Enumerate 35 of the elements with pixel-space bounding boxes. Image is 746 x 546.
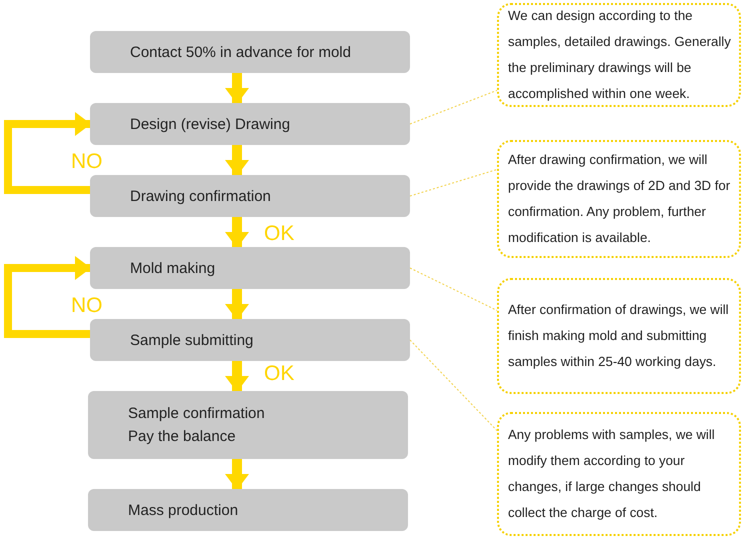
process-box <box>90 103 410 145</box>
arrow <box>225 459 249 490</box>
process-box <box>88 391 408 459</box>
process-box <box>90 319 410 361</box>
note-text: We can design according to the samples, detailed drawings. Generally the preliminary drawings will be accomplished within one week. <box>508 7 732 103</box>
leader-line <box>410 90 498 124</box>
arrow <box>225 361 249 392</box>
step-label: Contact 50% in advance for mold <box>130 44 352 60</box>
step-label: Mass production <box>128 502 240 518</box>
arrow <box>4 256 91 338</box>
process-box <box>90 175 410 217</box>
process-box <box>90 247 410 289</box>
step-label: Drawing confirmation <box>130 188 272 204</box>
step-label: Design (revise) Drawing <box>130 116 292 132</box>
step-label: Pay the balance <box>128 428 237 445</box>
process-box <box>90 31 410 73</box>
step-label: Sample submitting <box>130 332 254 348</box>
note-text: Any problems with samples, we will modify them according to your changes, if large changes should collect the charge of cost. <box>508 426 716 522</box>
process-box <box>88 489 408 531</box>
note-box <box>497 140 741 258</box>
leader-line <box>410 169 498 196</box>
note-box <box>497 412 741 536</box>
step-label: Mold making <box>130 260 216 276</box>
leader-line <box>410 268 498 311</box>
note-box <box>497 3 741 107</box>
note-text: After drawing confirmation, we will provide the drawings of 2D and 3D for confirmation. Any problem, further modification is available. <box>508 151 732 247</box>
arrow <box>225 289 249 320</box>
note-text: After confirmation of drawings, we will finish making mold and submitting samples within 25-40 working days. <box>508 301 730 371</box>
arrow <box>4 112 91 194</box>
leader-line <box>410 340 498 432</box>
arrow <box>225 145 249 176</box>
step-label: Sample confirmation <box>128 405 266 422</box>
arrow <box>225 217 249 248</box>
note-box <box>497 278 741 394</box>
arrow <box>225 73 249 104</box>
